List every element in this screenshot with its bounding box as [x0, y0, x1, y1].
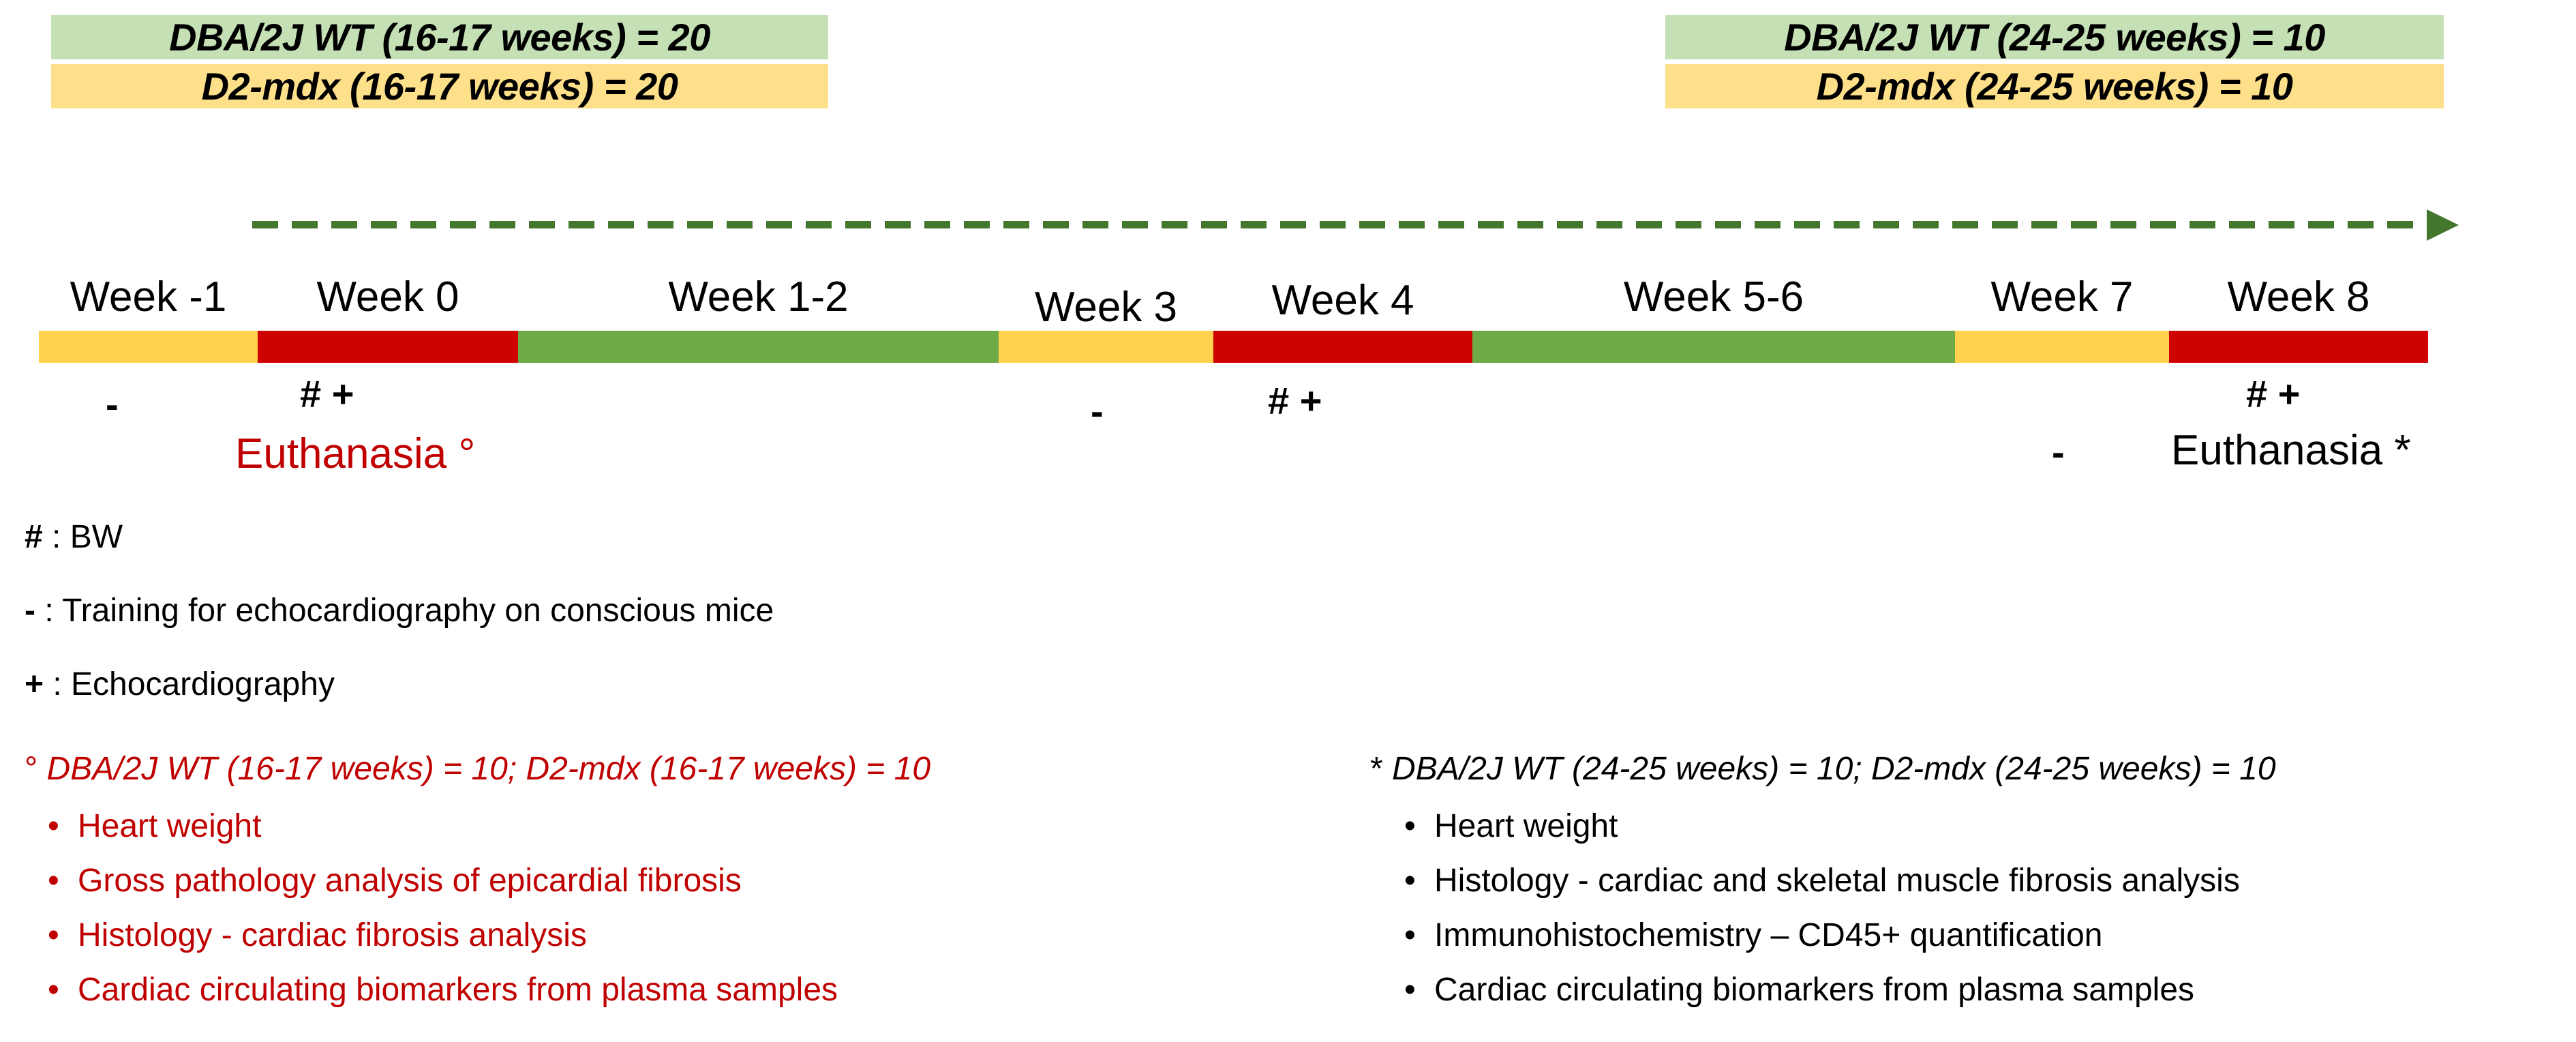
- dashed-line: [252, 221, 2434, 228]
- week-label-1-2: Week 1-2: [518, 273, 999, 321]
- week-label-4: Week 4: [1213, 276, 1472, 325]
- detail-item-right-4: • Cardiac circulating biomarkers from pl…: [1404, 971, 2194, 1009]
- detail-item-left-3: • Histology - cardiac fibrosis analysis: [48, 917, 587, 954]
- detail-item-text: Gross pathology analysis of epicardial f…: [78, 863, 742, 899]
- timeline-progress-arrow: [252, 205, 2481, 245]
- marker-week-7: -: [2052, 430, 2065, 474]
- week-label-8: Week 8: [2169, 273, 2428, 321]
- legend-text: : Echocardiography: [44, 666, 335, 702]
- timeline-bar: [39, 331, 2428, 363]
- legend-symbol: +: [25, 666, 44, 702]
- legend-symbol: -: [25, 593, 35, 629]
- bullet-icon: •: [48, 972, 59, 1008]
- bullet-icon: •: [48, 917, 59, 953]
- marker-text: -: [1091, 389, 1104, 432]
- marker-week-8: # +: [2246, 372, 2300, 416]
- week-label-text: Week 3: [1034, 284, 1178, 331]
- cohort-box-right-mdx: D2-mdx (24-25 weeks) = 10: [1665, 64, 2444, 108]
- detail-item-text: Cardiac circulating biomarkers from plas…: [78, 972, 838, 1008]
- detail-item-right-1: • Heart weight: [1404, 807, 1618, 845]
- legend-row-echo: + : Echocardiography: [25, 666, 335, 703]
- euthanasia-text: Euthanasia *: [2171, 427, 2411, 474]
- cohort-label: DBA/2J WT (24-25 weeks) = 10: [1784, 16, 2325, 59]
- week-label-text: Week -1: [70, 273, 227, 321]
- arrow-head-icon: [2427, 209, 2459, 241]
- marker-week-minus1: -: [106, 382, 119, 426]
- timeline-segment-week-0: [258, 331, 518, 363]
- euthanasia-text: Euthanasia °: [235, 430, 476, 477]
- marker-week-3: -: [1091, 389, 1104, 433]
- legend-row-training: - : Training for echocardiography on con…: [25, 592, 774, 629]
- timeline-segment-week-8: [2169, 331, 2428, 363]
- cohort-box-left-mdx: D2-mdx (16-17 weeks) = 20: [51, 64, 828, 108]
- week-label-3: Week 3: [999, 283, 1213, 331]
- week-label-5-6: Week 5-6: [1472, 273, 1955, 321]
- legend-text: : BW: [42, 519, 123, 555]
- timeline-segment-week-1-2: [518, 331, 999, 363]
- detail-symbol-degree: °: [25, 751, 38, 787]
- cohort-label: D2-mdx (16-17 weeks) = 20: [201, 65, 678, 108]
- detail-item-text: Histology - cardiac and skeletal muscle …: [1434, 863, 2240, 899]
- detail-item-right-2: • Histology - cardiac and skeletal muscl…: [1404, 862, 2240, 899]
- detail-item-text: Heart weight: [78, 808, 262, 844]
- week-label-text: Week 8: [2227, 273, 2370, 321]
- bullet-icon: •: [1404, 808, 1416, 844]
- detail-heading-text: DBA/2J WT (16-17 weeks) = 10; D2-mdx (16…: [46, 751, 931, 787]
- week-label-text: Week 0: [316, 273, 459, 321]
- detail-heading-right: * DBA/2J WT (24-25 weeks) = 10; D2-mdx (…: [1370, 750, 2276, 788]
- marker-text: -: [2052, 430, 2065, 473]
- cohort-box-left-wt: DBA/2J WT (16-17 weeks) = 20: [51, 15, 828, 59]
- legend-text: : Training for echocardiography on consc…: [35, 593, 774, 629]
- week-label-0: Week 0: [258, 273, 518, 321]
- week-label-text: Week 5-6: [1623, 273, 1804, 321]
- detail-item-text: Histology - cardiac fibrosis analysis: [78, 917, 587, 953]
- legend-row-bw: # : BW: [25, 518, 123, 556]
- cohort-label: D2-mdx (24-25 weeks) = 10: [1816, 65, 2293, 108]
- week-label-text: Week 1-2: [668, 273, 849, 321]
- bullet-icon: •: [1404, 972, 1416, 1008]
- detail-item-text: Cardiac circulating biomarkers from plas…: [1434, 972, 2195, 1008]
- marker-text: # +: [2246, 372, 2301, 415]
- euthanasia-week-0-label: Euthanasia °: [235, 430, 475, 478]
- marker-text: -: [106, 383, 119, 426]
- week-label-text: Week 7: [1990, 273, 2134, 321]
- detail-heading-text: DBA/2J WT (24-25 weeks) = 10; D2-mdx (24…: [1392, 751, 2276, 787]
- marker-week-4: # +: [1268, 378, 1322, 423]
- detail-heading-left: ° DBA/2J WT (16-17 weeks) = 10; D2-mdx (…: [25, 750, 930, 788]
- marker-text: # +: [300, 372, 354, 415]
- bullet-icon: •: [1404, 917, 1416, 953]
- detail-item-right-3: • Immunohistochemistry – CD45+ quantific…: [1404, 917, 2102, 954]
- timeline-segment-week-4: [1213, 331, 1472, 363]
- week-label-7: Week 7: [1955, 273, 2169, 321]
- marker-week-0: # +: [300, 372, 354, 416]
- detail-item-left-4: • Cardiac circulating biomarkers from pl…: [48, 971, 838, 1009]
- week-label-minus1: Week -1: [39, 273, 258, 321]
- detail-item-text: Immunohistochemistry – CD45+ quantificat…: [1434, 917, 2103, 953]
- marker-text: # +: [1268, 379, 1322, 422]
- timeline-segment-week-7: [1955, 331, 2169, 363]
- detail-item-left-2: • Gross pathology analysis of epicardial…: [48, 862, 742, 899]
- timeline-segment-week-minus1: [39, 331, 258, 363]
- detail-item-left-1: • Heart weight: [48, 807, 261, 845]
- timeline-segment-week-5-6: [1472, 331, 1955, 363]
- legend-symbol: #: [25, 519, 43, 555]
- bullet-icon: •: [48, 808, 59, 844]
- detail-item-text: Heart weight: [1434, 808, 1618, 844]
- euthanasia-week-8-label: Euthanasia *: [2171, 426, 2411, 475]
- bullet-icon: •: [1404, 863, 1416, 899]
- week-label-text: Week 4: [1271, 277, 1414, 324]
- cohort-box-right-wt: DBA/2J WT (24-25 weeks) = 10: [1665, 15, 2444, 59]
- cohort-label: DBA/2J WT (16-17 weeks) = 20: [169, 16, 710, 59]
- detail-symbol-asterisk: *: [1370, 751, 1383, 787]
- bullet-icon: •: [48, 863, 59, 899]
- timeline-segment-week-3: [999, 331, 1213, 363]
